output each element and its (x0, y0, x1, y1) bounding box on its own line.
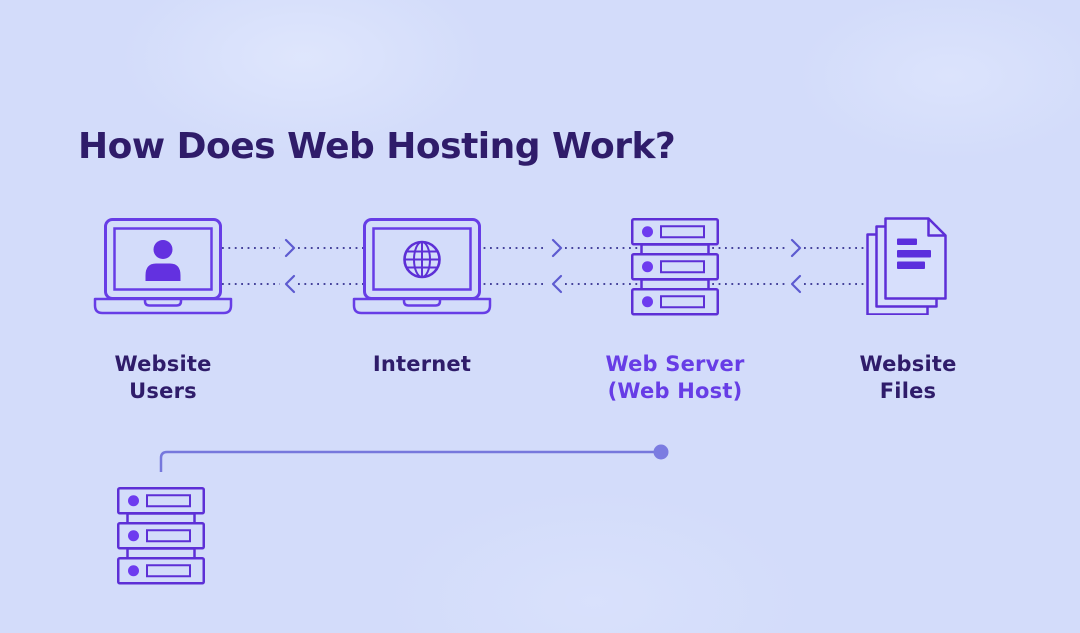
label-line: Web Server (605, 352, 745, 376)
server-rack-icon (631, 218, 719, 316)
laptop-globe-icon (352, 218, 492, 315)
page-title: How Does Web Hosting Work? (78, 126, 676, 167)
person-icon (145, 240, 181, 281)
chevron-right-icon (284, 238, 296, 258)
connector-dot (653, 444, 669, 460)
server-detail-icon (117, 487, 205, 585)
label-line: Users (129, 379, 197, 403)
chevron-right-icon (551, 238, 563, 258)
label-line: (Web Host) (607, 379, 743, 403)
label-line: Files (879, 379, 937, 403)
laptop-user-icon (93, 218, 233, 315)
arrow-chevrons (284, 238, 802, 294)
label-line: Website (114, 352, 212, 376)
documents-icon (866, 217, 947, 315)
chevron-left-icon (790, 274, 802, 294)
label-line: Internet (372, 352, 472, 376)
chevron-left-icon (551, 274, 563, 294)
label-website-files: Website Files (798, 351, 1018, 405)
globe-icon (403, 240, 441, 279)
chevron-right-icon (790, 238, 802, 258)
chevron-left-icon (284, 274, 296, 294)
label-website-users: Website Users (53, 351, 273, 405)
label-line: Website (859, 352, 957, 376)
text-lines (897, 238, 931, 269)
label-internet: Internet (312, 351, 532, 378)
label-web-server: Web Server (Web Host) (565, 351, 785, 405)
